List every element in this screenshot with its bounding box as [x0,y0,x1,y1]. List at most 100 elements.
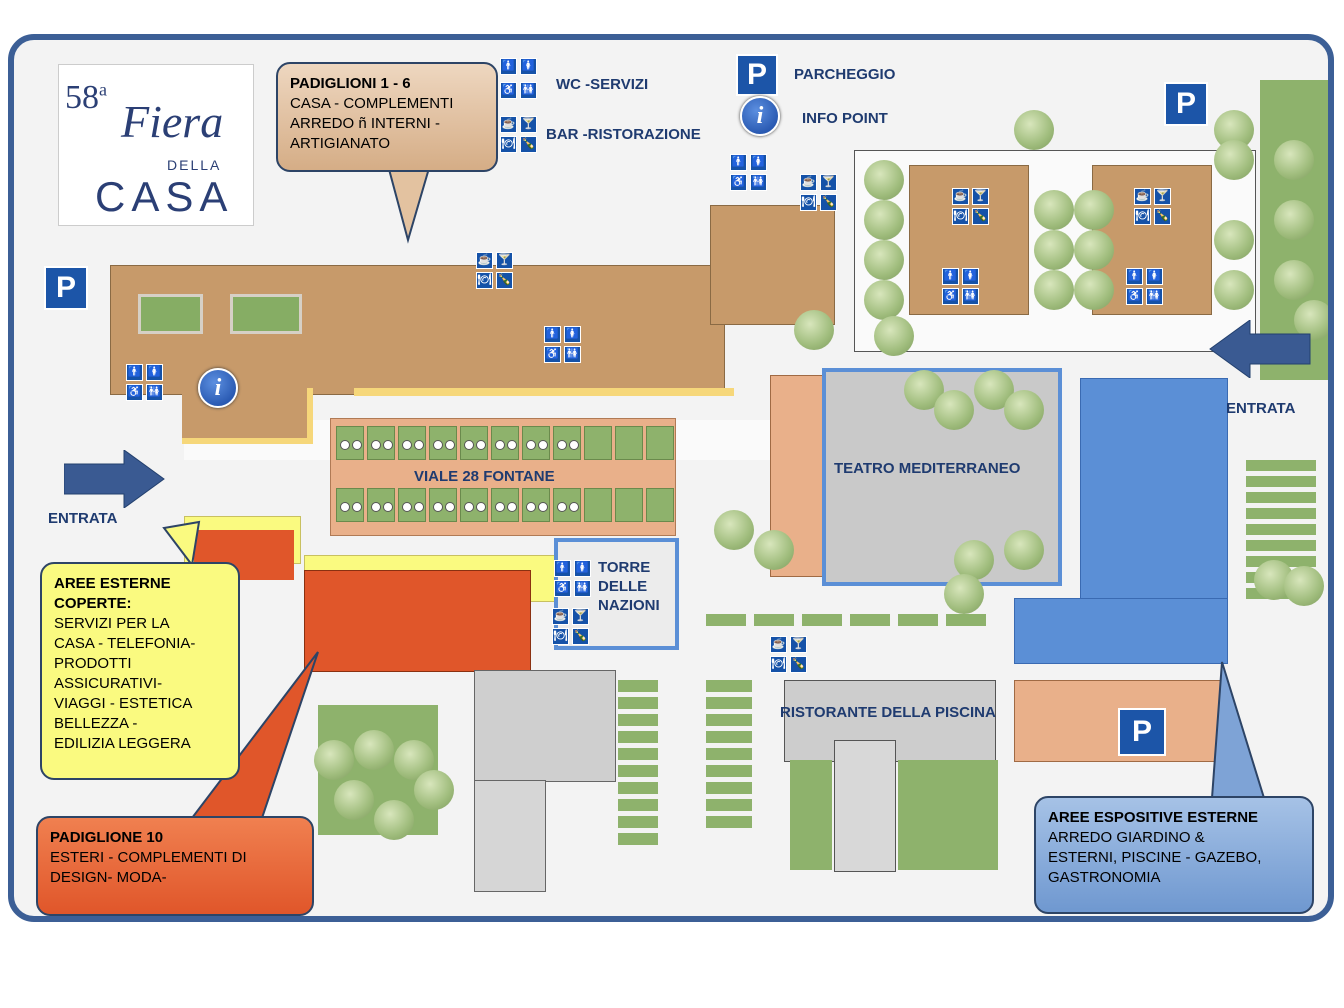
tree [1284,566,1324,606]
restaurant-icon: 🍽 [552,628,569,645]
logo-della: DELLA [167,157,222,173]
parking-stall [1246,524,1316,535]
tree [1274,200,1314,240]
fountain-dot [383,440,393,450]
callout-esterne-coperte: AREE ESTERNE COPERTE: SERVIZI PER LA CAS… [40,562,240,780]
restroom-icon: 🚺 [574,560,591,577]
parking-stall [706,731,752,743]
fountain-dot [433,502,443,512]
fountain-dot [464,502,474,512]
tree [874,316,914,356]
tree [794,310,834,350]
restroom-icon: 🚺 [1146,268,1163,285]
logo-fiera: Fiera [121,96,224,147]
tree [1004,530,1044,570]
courtyard-lawn [230,294,302,334]
parking-stall [618,680,658,692]
tree [934,390,974,430]
bottle-icon: 🍾 [790,656,807,673]
tree [864,200,904,240]
parking-stall [1246,476,1316,487]
coffee-icon: ☕ [770,636,787,653]
fountain-dot [433,440,443,450]
parking-icon: P [1118,708,1166,756]
courtyard-lawn [138,294,203,334]
restroom-icon: 🚺 [962,268,979,285]
logo: 58a Fiera DELLA CASA [58,64,254,226]
cocktail-icon: 🍸 [972,188,989,205]
parking-stall [706,765,752,777]
outdoor-exhibition-area [1080,378,1228,600]
fountain-dot [507,502,517,512]
fountain-dot [414,440,424,450]
cocktail-icon: 🍸 [520,116,537,133]
gray-building [474,780,546,892]
cocktail-icon: 🍸 [1154,188,1171,205]
tree [1214,220,1254,260]
tree [944,574,984,614]
bottle-icon: 🍾 [972,208,989,225]
tree [714,510,754,550]
cocktail-icon: 🍸 [496,252,513,269]
bottle-icon: 🍾 [520,136,537,153]
lawn [898,760,998,870]
fountain-dot [371,502,381,512]
label-teatro: TEATRO MEDITERRANEO [834,460,1021,477]
restroom-icon: 🚹 [1126,268,1143,285]
restaurant-icon: 🍽 [800,194,817,211]
fountain-dot [569,502,579,512]
fountain-dot [557,440,567,450]
label-entrata-right: ENTRATA [1226,400,1296,417]
tree [1034,230,1074,270]
tree [754,530,794,570]
restaurant-icon: 🍽 [476,272,493,289]
parking-stall [1246,540,1316,551]
tree [374,800,414,840]
parking-stall [1246,460,1316,471]
restroom-icon: 🚹 [942,268,959,285]
info-icon: i [740,96,780,136]
fountain-dot [569,440,579,450]
label-viale: VIALE 28 FONTANE [414,468,555,485]
restroom-icon: 🚻 [574,580,591,597]
cocktail-icon: 🍸 [572,608,589,625]
restaurant-icon: 🍽 [770,656,787,673]
parking-stall [618,714,658,726]
fountain-dot [495,502,505,512]
outdoor-exhibition-area [1014,598,1228,664]
restroom-icon: 🚺 [146,364,163,381]
fountain-lawn [584,426,612,460]
legend-info: INFO POINT [802,110,888,127]
tree [1074,270,1114,310]
tree [414,770,454,810]
coffee-icon: ☕ [800,174,817,191]
fountain-lawn [615,426,643,460]
coffee-icon: ☕ [952,188,969,205]
parking-stall [850,614,890,626]
bottle-icon: 🍾 [572,628,589,645]
accessible-icon: ♿ [554,580,571,597]
parking-stall [802,614,842,626]
accessible-icon: ♿ [942,288,959,305]
fountain-dot [557,502,567,512]
fountain-dot [476,440,486,450]
restroom-icon: 🚺 [750,154,767,171]
fountain-dot [340,440,350,450]
parking-stall [706,714,752,726]
restroom-icon: 🚻 [1146,288,1163,305]
parking-stall [706,816,752,828]
gray-building [474,670,616,782]
restroom-icon: 🚺 [520,58,537,75]
parking-stall [898,614,938,626]
restaurant-icon: 🍽 [500,136,517,153]
parking-icon: P [736,54,778,96]
parking-stall [1246,508,1316,519]
parking-stall [706,782,752,794]
accessible-icon: ♿ [126,384,143,401]
accessible-icon: ♿ [544,346,561,363]
callout-padiglioni: PADIGLIONI 1 - 6 CASA - COMPLEMENTI ARRE… [276,62,498,172]
restaurant-icon: 🍽 [952,208,969,225]
coffee-icon: ☕ [500,116,517,133]
restroom-icon: 🚹 [544,326,561,343]
